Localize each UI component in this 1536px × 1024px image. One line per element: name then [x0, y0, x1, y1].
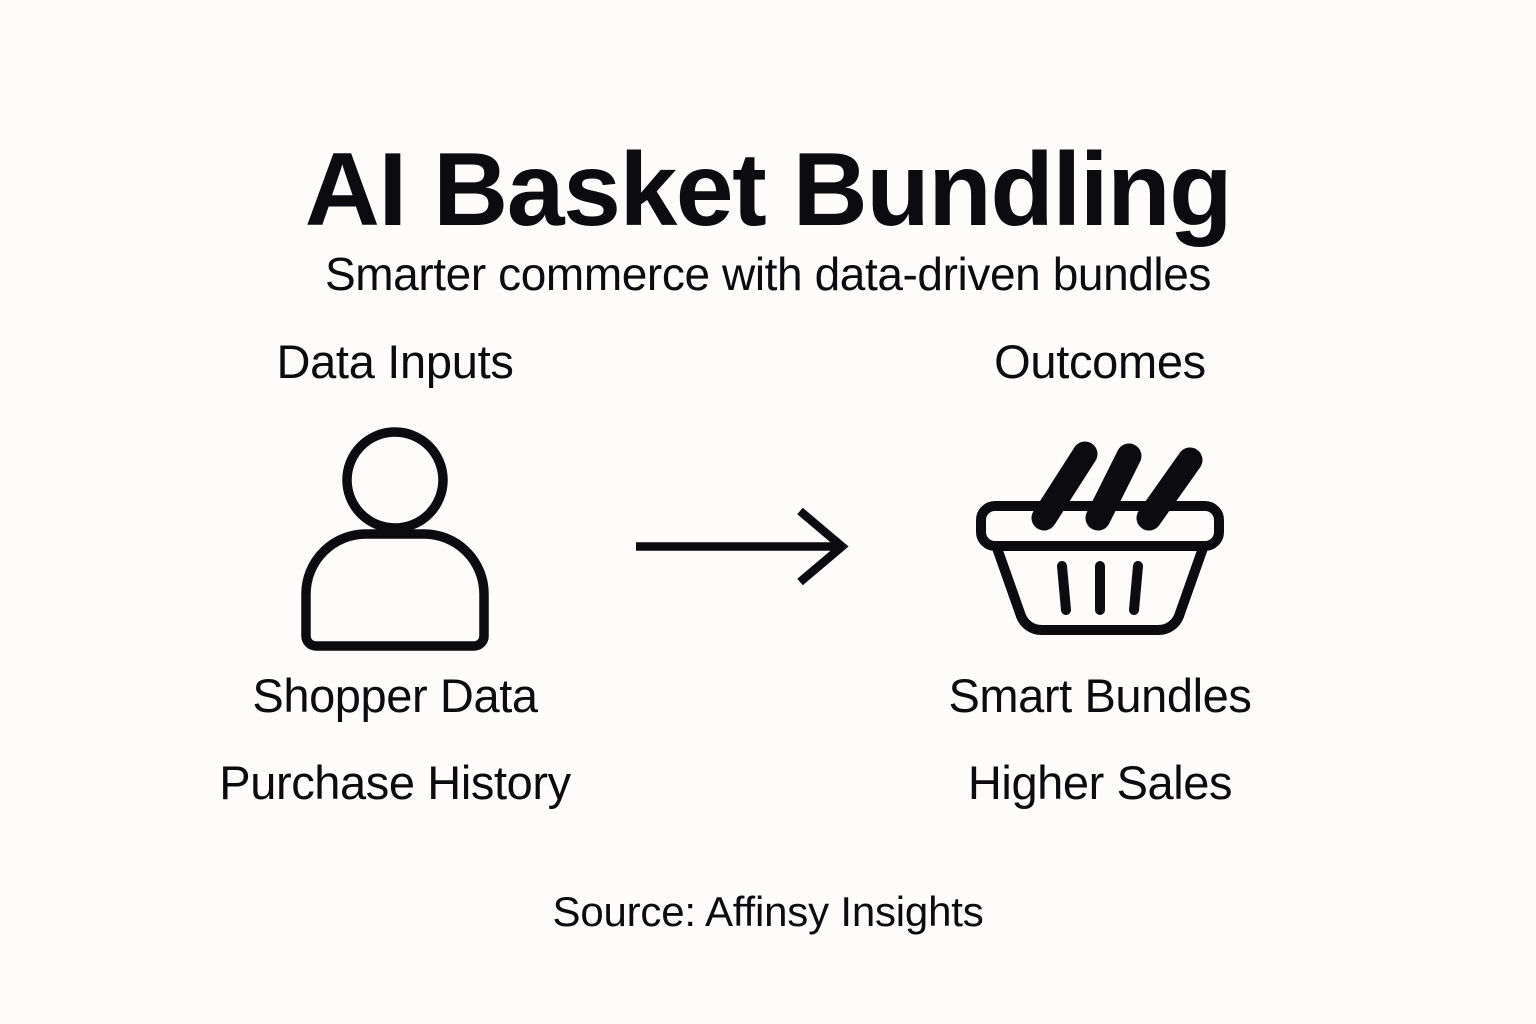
column-label-smart-bundles: Smart Bundles — [948, 668, 1252, 722]
column-heading-outcomes: Outcomes — [994, 335, 1206, 388]
person-icon — [290, 418, 500, 654]
source-attribution: Source: Affinsy Insights — [552, 888, 984, 935]
column-outcomes: Outcomes Smart Bundles Higher Sales — [865, 336, 1335, 809]
column-label-shopper-data: Shopper Data — [252, 668, 538, 722]
arrow-right-icon — [628, 500, 858, 594]
page-subtitle: Smarter commerce with data-driven bundle… — [324, 248, 1212, 300]
column-label-higher-sales: Higher Sales — [967, 756, 1233, 810]
page-title: AI Basket Bundling — [304, 131, 1233, 248]
column-data-inputs: Data Inputs Shopper Data Purchase Histor… — [160, 336, 630, 809]
shopping-basket-icon — [969, 418, 1231, 654]
column-heading-data-inputs: Data Inputs — [276, 335, 514, 388]
column-label-purchase-history: Purchase History — [219, 756, 571, 810]
